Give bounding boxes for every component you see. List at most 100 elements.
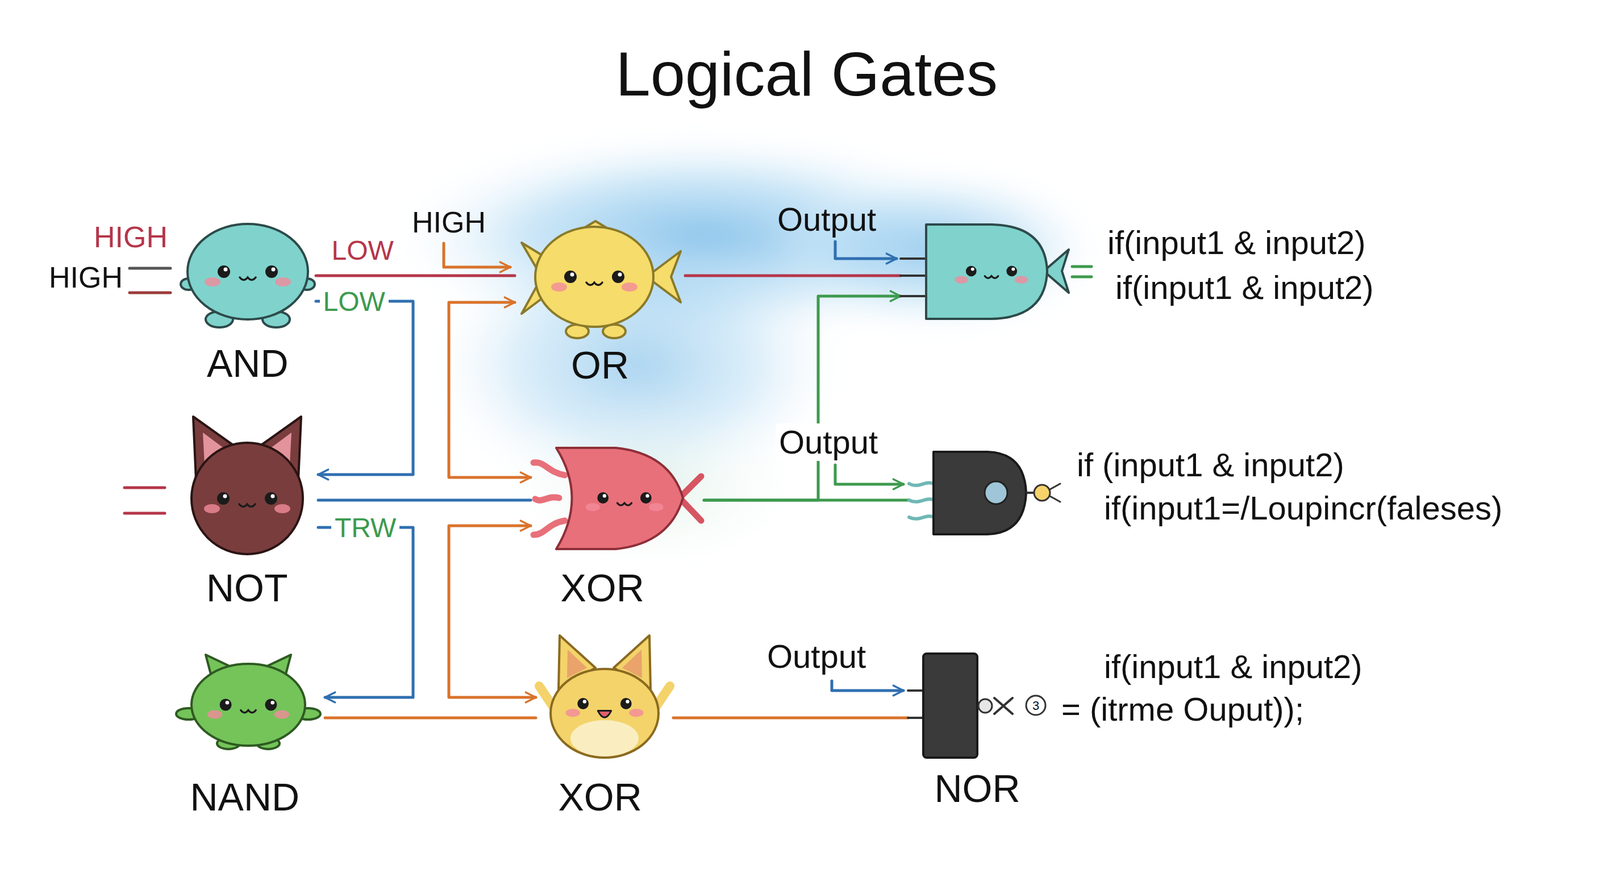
xor-creature-shape	[597, 492, 609, 504]
sky-cloud	[380, 130, 1108, 580]
input-stubs	[129, 267, 171, 270]
wire-connector	[318, 498, 531, 502]
xor-cat-shape	[565, 708, 581, 717]
output-label: Output	[777, 200, 877, 239]
nand-creature-shape	[225, 700, 230, 705]
output-label: Output	[767, 637, 866, 676]
and-creature-shape	[217, 265, 231, 278]
xor-cat-shape	[577, 697, 589, 710]
leader-lines	[443, 241, 904, 691]
and-gate-symbol-shape	[1011, 267, 1015, 272]
gate-symbol-shape	[1050, 483, 1061, 502]
gate-symbol-shape	[984, 481, 1008, 504]
code-line: if(input1 & input2)	[1115, 268, 1374, 307]
wire-connector	[448, 525, 536, 698]
and-gate-symbol-shape	[954, 276, 969, 285]
not-creature-shape	[223, 494, 228, 499]
or-creature-shape	[514, 219, 686, 343]
signal-label: LOW	[328, 234, 398, 266]
xor-cat-shape	[550, 668, 659, 758]
nor-gate-symbol-shape	[978, 698, 993, 713]
or-creature-shape	[586, 282, 603, 286]
gate-symbol-shape	[907, 446, 1062, 540]
not-creature-shape	[271, 494, 275, 499]
xor-creature-shape	[585, 502, 600, 511]
gate-symbol-shape	[1034, 484, 1050, 501]
or-creature-shape	[535, 226, 654, 327]
nand-creature-shape	[207, 710, 223, 719]
or-creature-shape	[551, 282, 568, 292]
code-line: if(input1 & input2)	[1103, 647, 1363, 686]
xor-creature-shape	[530, 440, 704, 557]
sky-cloud	[482, 397, 824, 580]
and-creature: AND	[179, 214, 316, 388]
xor-creature-shape	[648, 502, 664, 511]
xor-cat-shape	[597, 710, 611, 718]
gate-symbol-shape	[909, 482, 936, 519]
not-creature-shape	[203, 503, 220, 514]
signal-label: TRW	[331, 511, 400, 544]
and-creature-shape	[271, 267, 276, 272]
xor-cat-shape	[582, 699, 587, 703]
and-gate-symbol-shape	[1072, 266, 1092, 277]
leader-lines	[835, 241, 897, 259]
input-stubs	[129, 291, 171, 295]
wire-connector	[325, 716, 536, 720]
code-line: if (input1 & input2)	[1076, 446, 1345, 485]
not-creature-shape	[264, 492, 278, 505]
wire-connector	[673, 716, 908, 720]
xor-cat-shape	[570, 719, 639, 757]
and-gate-symbol: if(input1 & input2) if(input1 & input2)	[900, 214, 1379, 329]
xor-creature-shape	[645, 493, 649, 498]
gate-name: XOR	[558, 774, 643, 819]
and-creature-shape	[204, 277, 221, 287]
diagram-title: Logical Gates	[615, 38, 999, 111]
and-gate-symbol-shape	[984, 276, 999, 279]
not-creature: NOT	[176, 411, 319, 612]
and-gate-symbol-shape	[900, 214, 1094, 329]
or-creature-shape	[570, 272, 575, 277]
and-creature-shape	[275, 277, 291, 287]
gate-name: XOR	[560, 565, 645, 610]
gate-symbol-shape	[933, 451, 1027, 535]
or-creature-shape	[611, 270, 625, 283]
and-creature-shape	[179, 214, 316, 332]
gate-name: NAND	[190, 774, 300, 819]
code-line: if(input1=/Loupincr(faleses)	[1103, 489, 1503, 528]
nor-gate-symbol: if(input1 & input2)= (itrme Ouput));NOR	[907, 647, 1368, 813]
nand-creature: NAND	[171, 653, 325, 822]
wire-connector	[448, 302, 531, 478]
signal-label: LOW	[319, 285, 389, 318]
gate-symbol: if (input1 & input2) if(input1=/Loupincr(…	[907, 446, 1507, 540]
wire-connector	[703, 296, 901, 500]
nand-creature-shape	[191, 663, 306, 746]
xor-cat-shape	[628, 708, 644, 717]
input-stubs	[124, 268, 171, 514]
nand-creature-shape	[274, 710, 290, 719]
code-line: if(input1 & input2)	[1107, 223, 1366, 262]
and-gate-symbol-shape	[1006, 265, 1018, 277]
output-label: Output	[775, 423, 882, 462]
gate-name: NOT	[206, 565, 289, 610]
and-creature-shape	[187, 223, 308, 320]
leader-lines	[831, 680, 904, 691]
code-line: = (itrme Ouput));	[1061, 690, 1304, 729]
nor-gate-symbol-shape	[994, 697, 1013, 714]
nand-creature-shape	[219, 698, 232, 711]
callout-number: 3	[1032, 698, 1040, 713]
wire-connector	[315, 274, 515, 278]
and-creature-shape	[223, 267, 228, 272]
not-creature-shape	[217, 492, 230, 505]
gate-name: OR	[571, 342, 629, 387]
and-gate-symbol-shape	[1014, 276, 1029, 285]
input-stubs	[124, 511, 165, 515]
and-gate-symbol-shape	[900, 258, 928, 297]
nand-creature-shape	[270, 700, 275, 705]
or-creature: OR	[514, 219, 686, 390]
callout-ring	[1026, 695, 1046, 715]
not-creature-shape	[274, 503, 291, 514]
nor-gate-symbol-shape	[923, 653, 978, 758]
xor-creature-shape	[602, 493, 607, 498]
xor-creature-shape	[640, 492, 652, 504]
